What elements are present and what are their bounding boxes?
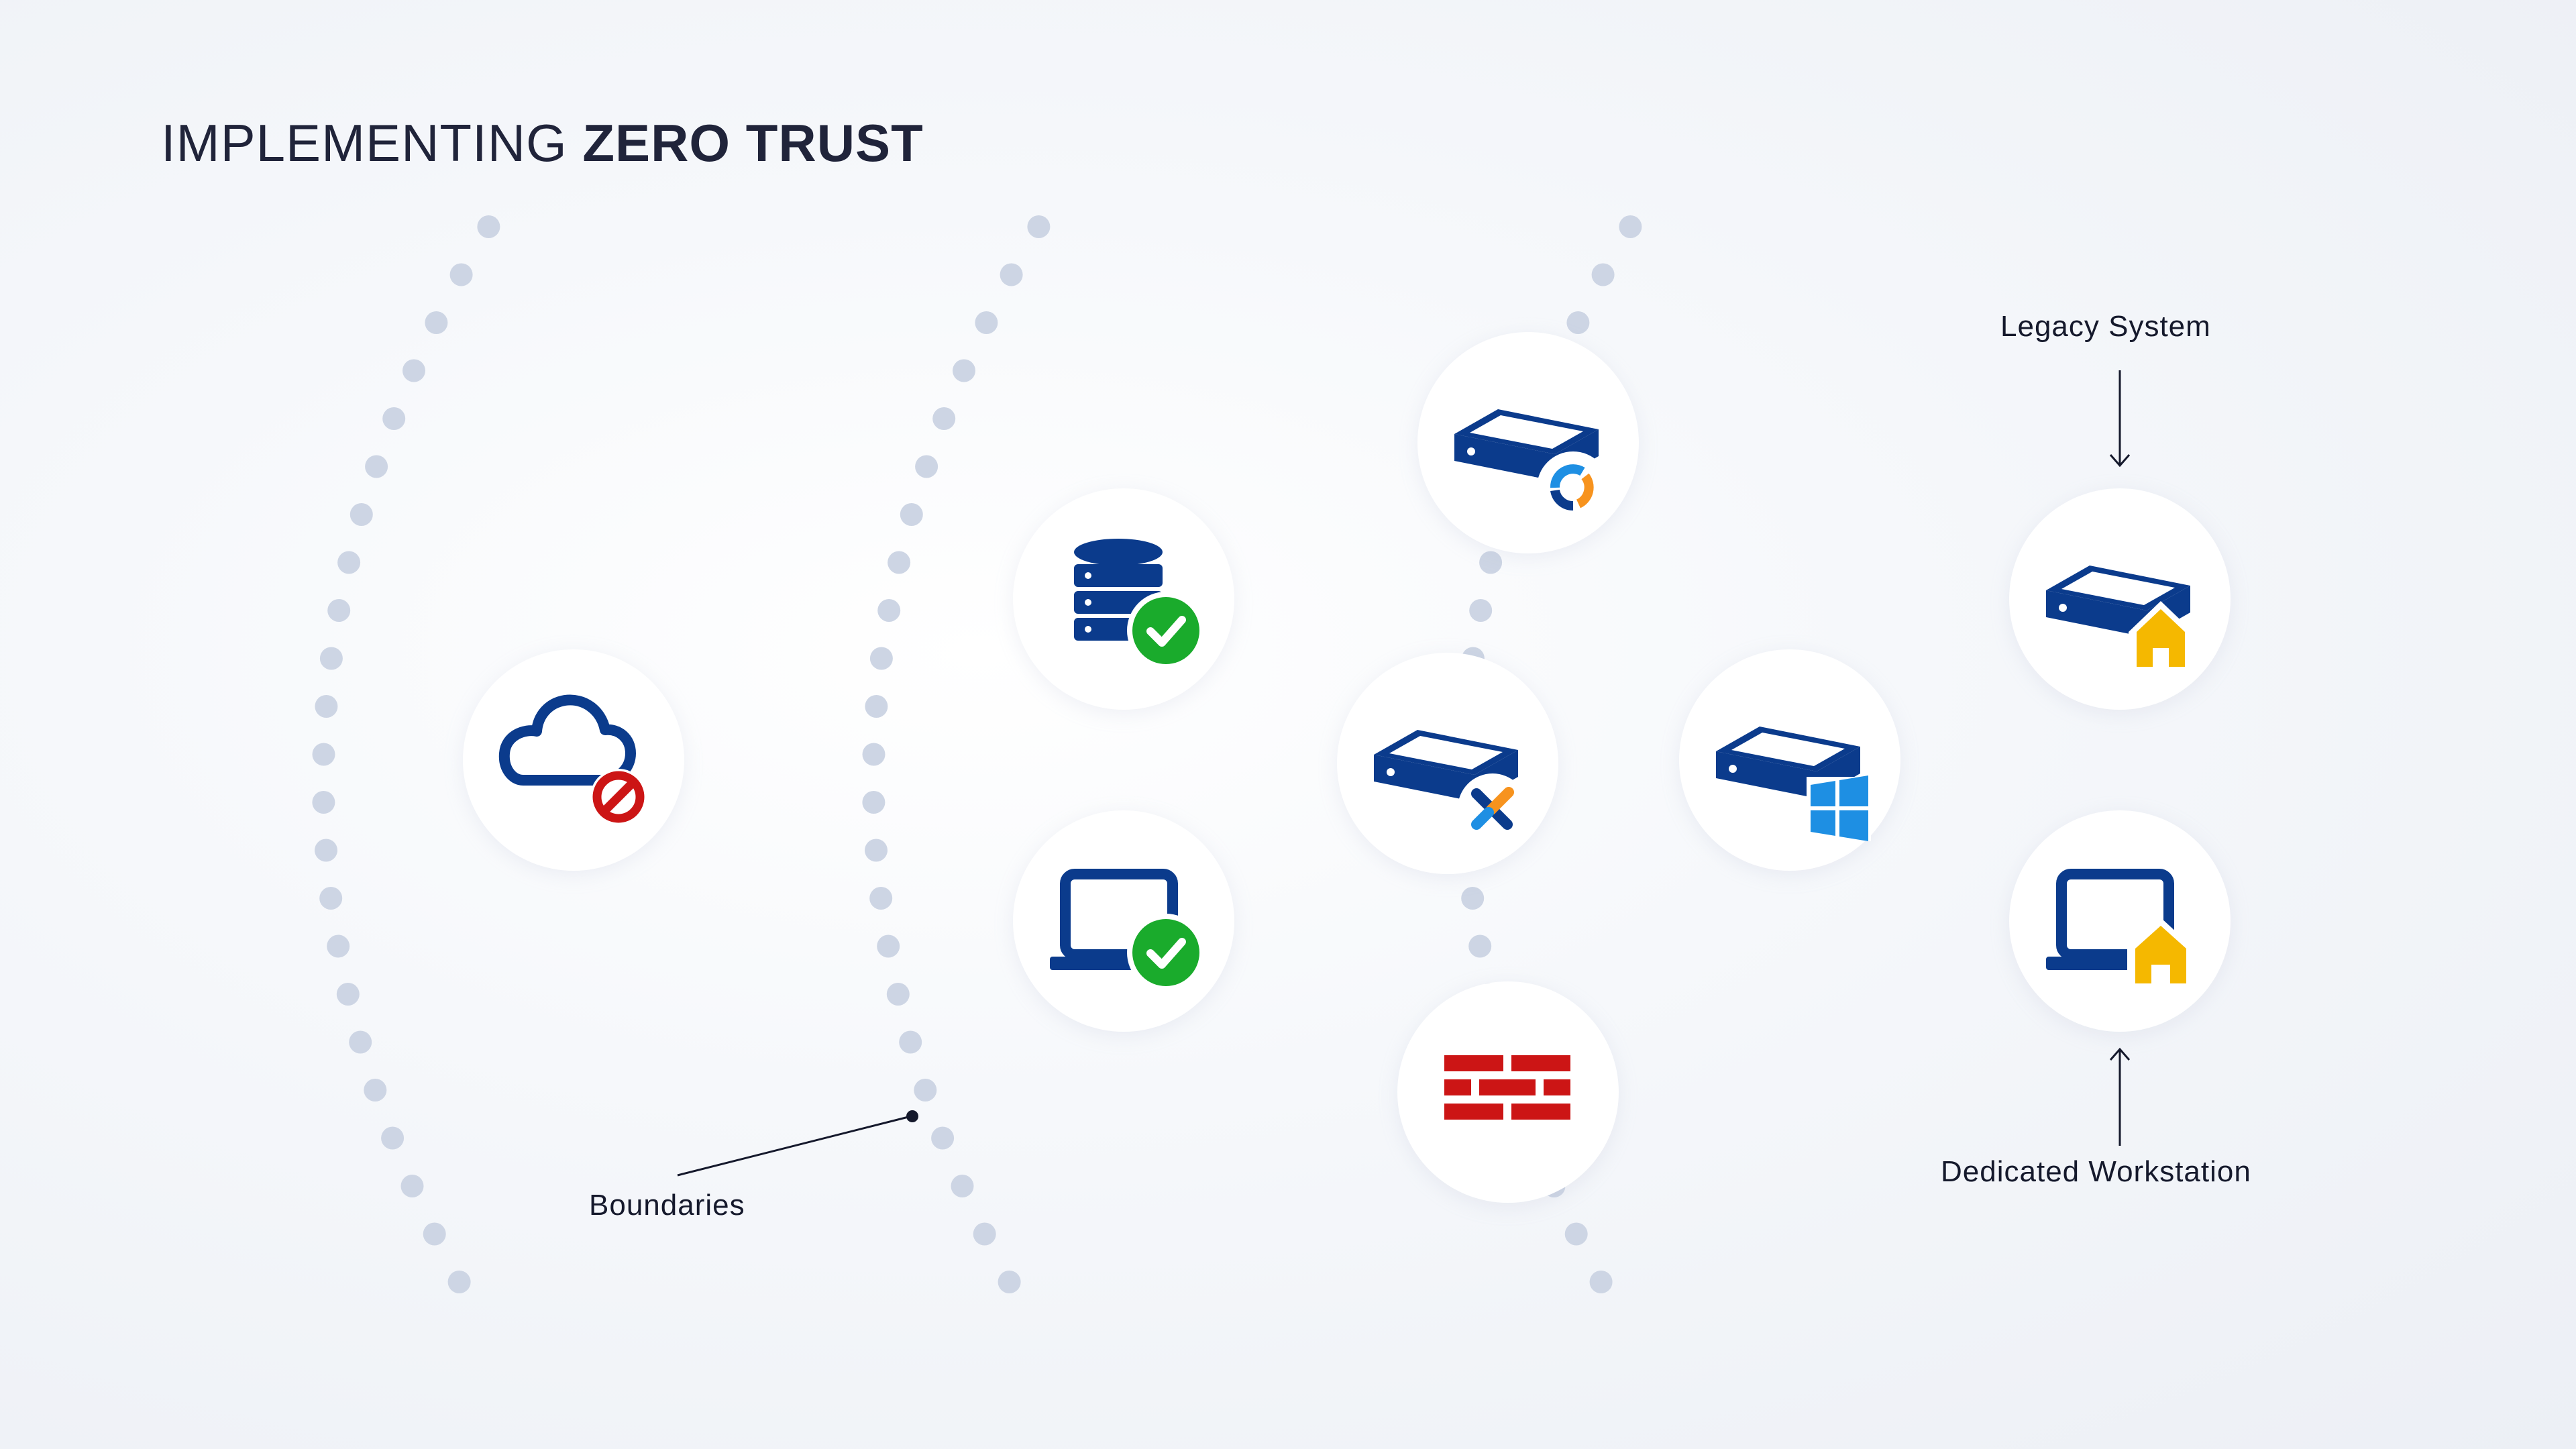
boundary-dot: [1479, 551, 1503, 574]
boundary-dot: [477, 215, 500, 238]
boundary-dot: [1564, 1222, 1588, 1246]
boundary-dot: [1619, 215, 1642, 238]
boundary-dot: [319, 887, 343, 910]
boundary-dot: [381, 1126, 405, 1150]
boundary-dot: [1000, 263, 1023, 286]
boundary-dot: [400, 1175, 424, 1197]
boundary-dot: [862, 743, 885, 766]
boundary-dot: [423, 1222, 446, 1246]
server-agent-node: [1417, 332, 1639, 553]
boundary-dot: [886, 983, 910, 1006]
boundary-dot: [319, 647, 343, 670]
legacy-arrow: [2109, 370, 2131, 468]
legacy-system-node: [2009, 488, 2231, 710]
boundary-dot: [337, 551, 361, 574]
boundaries-pointer: [677, 1110, 918, 1177]
laptop-home-icon: [2046, 869, 2194, 989]
boundary-dot: [869, 647, 893, 670]
server-home-icon: [2046, 566, 2193, 671]
boundary-dot: [312, 791, 335, 814]
server-tools-node: [1337, 653, 1558, 874]
boundary-dot: [932, 407, 956, 430]
server-windows-icon: [1716, 727, 1871, 841]
boundaries-label: Boundaries: [589, 1189, 745, 1222]
boundary-arc-2: [862, 215, 1051, 1293]
boundary-dot: [951, 1175, 974, 1197]
server-tools-icon: [1374, 730, 1527, 843]
boundary-dot: [1591, 263, 1615, 286]
boundary-dot: [1027, 215, 1051, 238]
database-node: [1013, 488, 1234, 710]
boundary-dot: [888, 551, 911, 574]
boundary-dot: [449, 263, 473, 286]
boundary-dot: [447, 1271, 471, 1293]
page-title: IMPLEMENTING ZERO TRUST: [161, 113, 924, 174]
firewall-node: [1397, 981, 1619, 1203]
boundary-dot: [862, 791, 885, 814]
boundary-dot: [914, 1079, 937, 1102]
database-verified-icon: [1074, 539, 1205, 669]
boundary-dot: [1566, 311, 1590, 334]
boundary-dot: [364, 1079, 387, 1102]
boundary-dot: [877, 934, 900, 958]
boundary-dot: [877, 599, 901, 622]
boundary-arc-1: [312, 215, 500, 1293]
boundary-dot: [931, 1126, 955, 1150]
boundary-dot: [1589, 1271, 1613, 1293]
boundary-dot: [425, 311, 448, 334]
boundary-dot: [865, 839, 888, 862]
boundary-dot: [1468, 934, 1492, 958]
boundary-dot: [899, 1030, 922, 1054]
title-light: IMPLEMENTING: [161, 113, 583, 172]
boundary-dot: [1469, 599, 1493, 622]
firewall-icon: [1444, 1055, 1570, 1120]
cloud-blocked-icon: [498, 694, 647, 825]
boundary-dot: [349, 1030, 372, 1054]
legacy-system-label: Legacy System: [2000, 310, 2211, 343]
dedicated-workstation-node: [2009, 810, 2231, 1032]
boundary-dot: [402, 359, 425, 382]
boundary-dot: [365, 455, 388, 478]
boundary-dot: [973, 1222, 996, 1246]
boundary-dot: [865, 695, 888, 718]
boundary-dot: [900, 503, 923, 526]
title-bold: ZERO TRUST: [582, 113, 924, 172]
boundary-dot: [327, 934, 350, 958]
cloud-node: [463, 649, 684, 871]
dedicated-workstation-label: Dedicated Workstation: [1941, 1155, 2251, 1188]
boundary-dot: [1461, 887, 1485, 910]
laptop-verified-icon: [1050, 869, 1205, 991]
server-agent-icon: [1454, 409, 1609, 524]
boundary-dot: [975, 311, 998, 334]
boundary-dot: [315, 695, 338, 718]
boundary-dot: [336, 983, 360, 1006]
boundary-dot: [350, 503, 373, 526]
boundary-dot: [998, 1271, 1021, 1293]
boundary-dot: [382, 407, 406, 430]
server-windows-node: [1679, 649, 1900, 871]
laptop-node: [1013, 810, 1234, 1032]
boundary-dot: [315, 839, 337, 862]
boundary-dot: [327, 599, 351, 622]
workstation-arrow: [2109, 1047, 2131, 1146]
boundary-dot: [869, 887, 893, 910]
boundary-dot: [953, 359, 975, 382]
boundary-dot: [915, 455, 938, 478]
boundary-dot: [312, 743, 335, 766]
